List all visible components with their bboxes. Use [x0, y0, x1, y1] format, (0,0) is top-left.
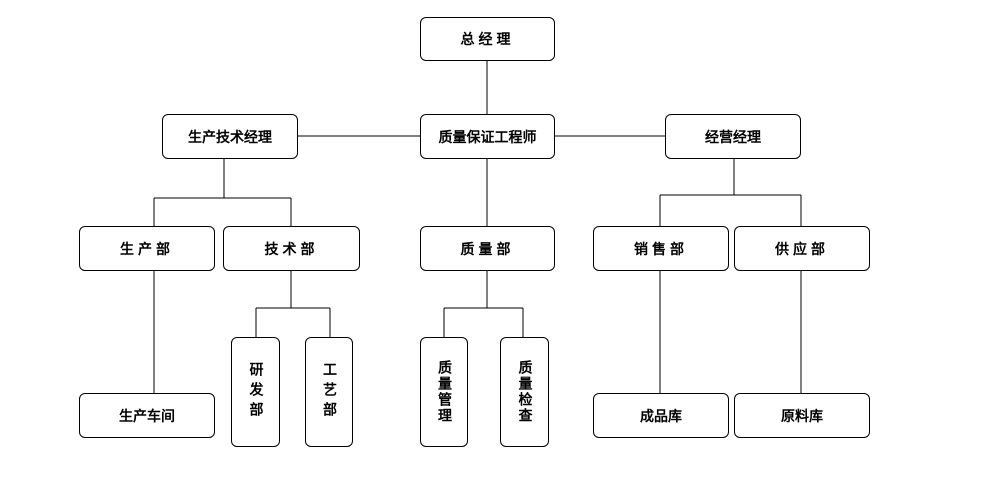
node-quality-inspection: 质量检查	[500, 337, 549, 447]
node-raw-material-store: 原料库	[734, 393, 870, 438]
node-general-manager: 总经理	[420, 17, 555, 61]
node-production-tech-manager: 生产技术经理	[162, 114, 298, 159]
node-quality-assurance-engineer: 质量保证工程师	[420, 114, 555, 159]
node-tech-dept: 技术部	[223, 226, 360, 271]
node-supply-dept: 供应部	[734, 226, 870, 271]
node-sales-dept: 销售部	[593, 226, 729, 271]
node-production-workshop: 生产车间	[79, 393, 215, 438]
node-quality-dept: 质量部	[420, 226, 555, 271]
node-production-dept: 生产部	[79, 226, 215, 271]
node-business-manager: 经营经理	[665, 114, 801, 159]
node-finished-goods-store: 成品库	[593, 393, 729, 438]
node-quality-management: 质量管理	[420, 337, 468, 447]
node-process-dept: 工艺部	[305, 337, 353, 447]
node-rnd-dept: 研发部	[231, 337, 280, 447]
